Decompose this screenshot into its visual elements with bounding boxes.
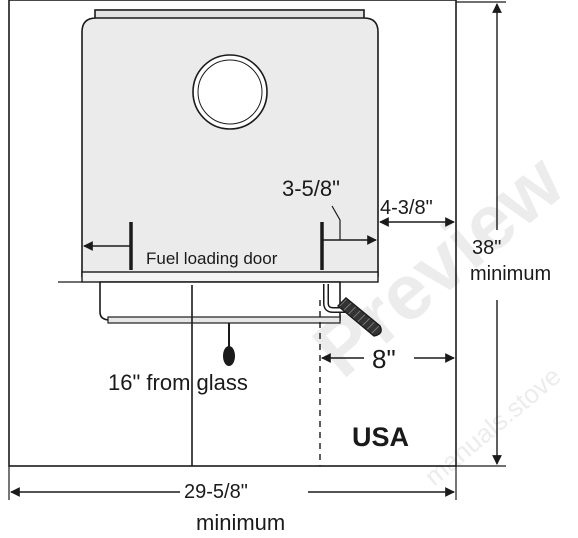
depth-label: 38" [472,237,502,259]
rear-clearance-label: 4-3/8" [380,197,433,219]
hearth-outline [8,0,457,467]
depth-minimum-label: minimum [470,263,552,285]
ash-tray-front [107,316,341,324]
door-lip [81,271,379,283]
width-minimum-label: minimum [196,510,286,535]
door-handle-shaft-inner [324,284,345,312]
flue-collar [192,54,268,130]
side-clearance-label: 3-5/8" [282,176,340,201]
front-clearance-label: 16" from glass [108,370,248,395]
flue-collar-inner [197,59,263,125]
width-label: 29-5/8" [184,481,248,503]
door-label: Fuel loading door [146,249,278,268]
region-label: USA [352,422,410,452]
air-control-knob [223,346,235,366]
corner-clearance-label: 8" [372,344,396,374]
side-clearance-leader [331,205,341,240]
stove-top-view [81,9,382,366]
stove-body [81,17,379,277]
door-handle-grip [336,297,382,337]
ash-tray [99,281,341,321]
